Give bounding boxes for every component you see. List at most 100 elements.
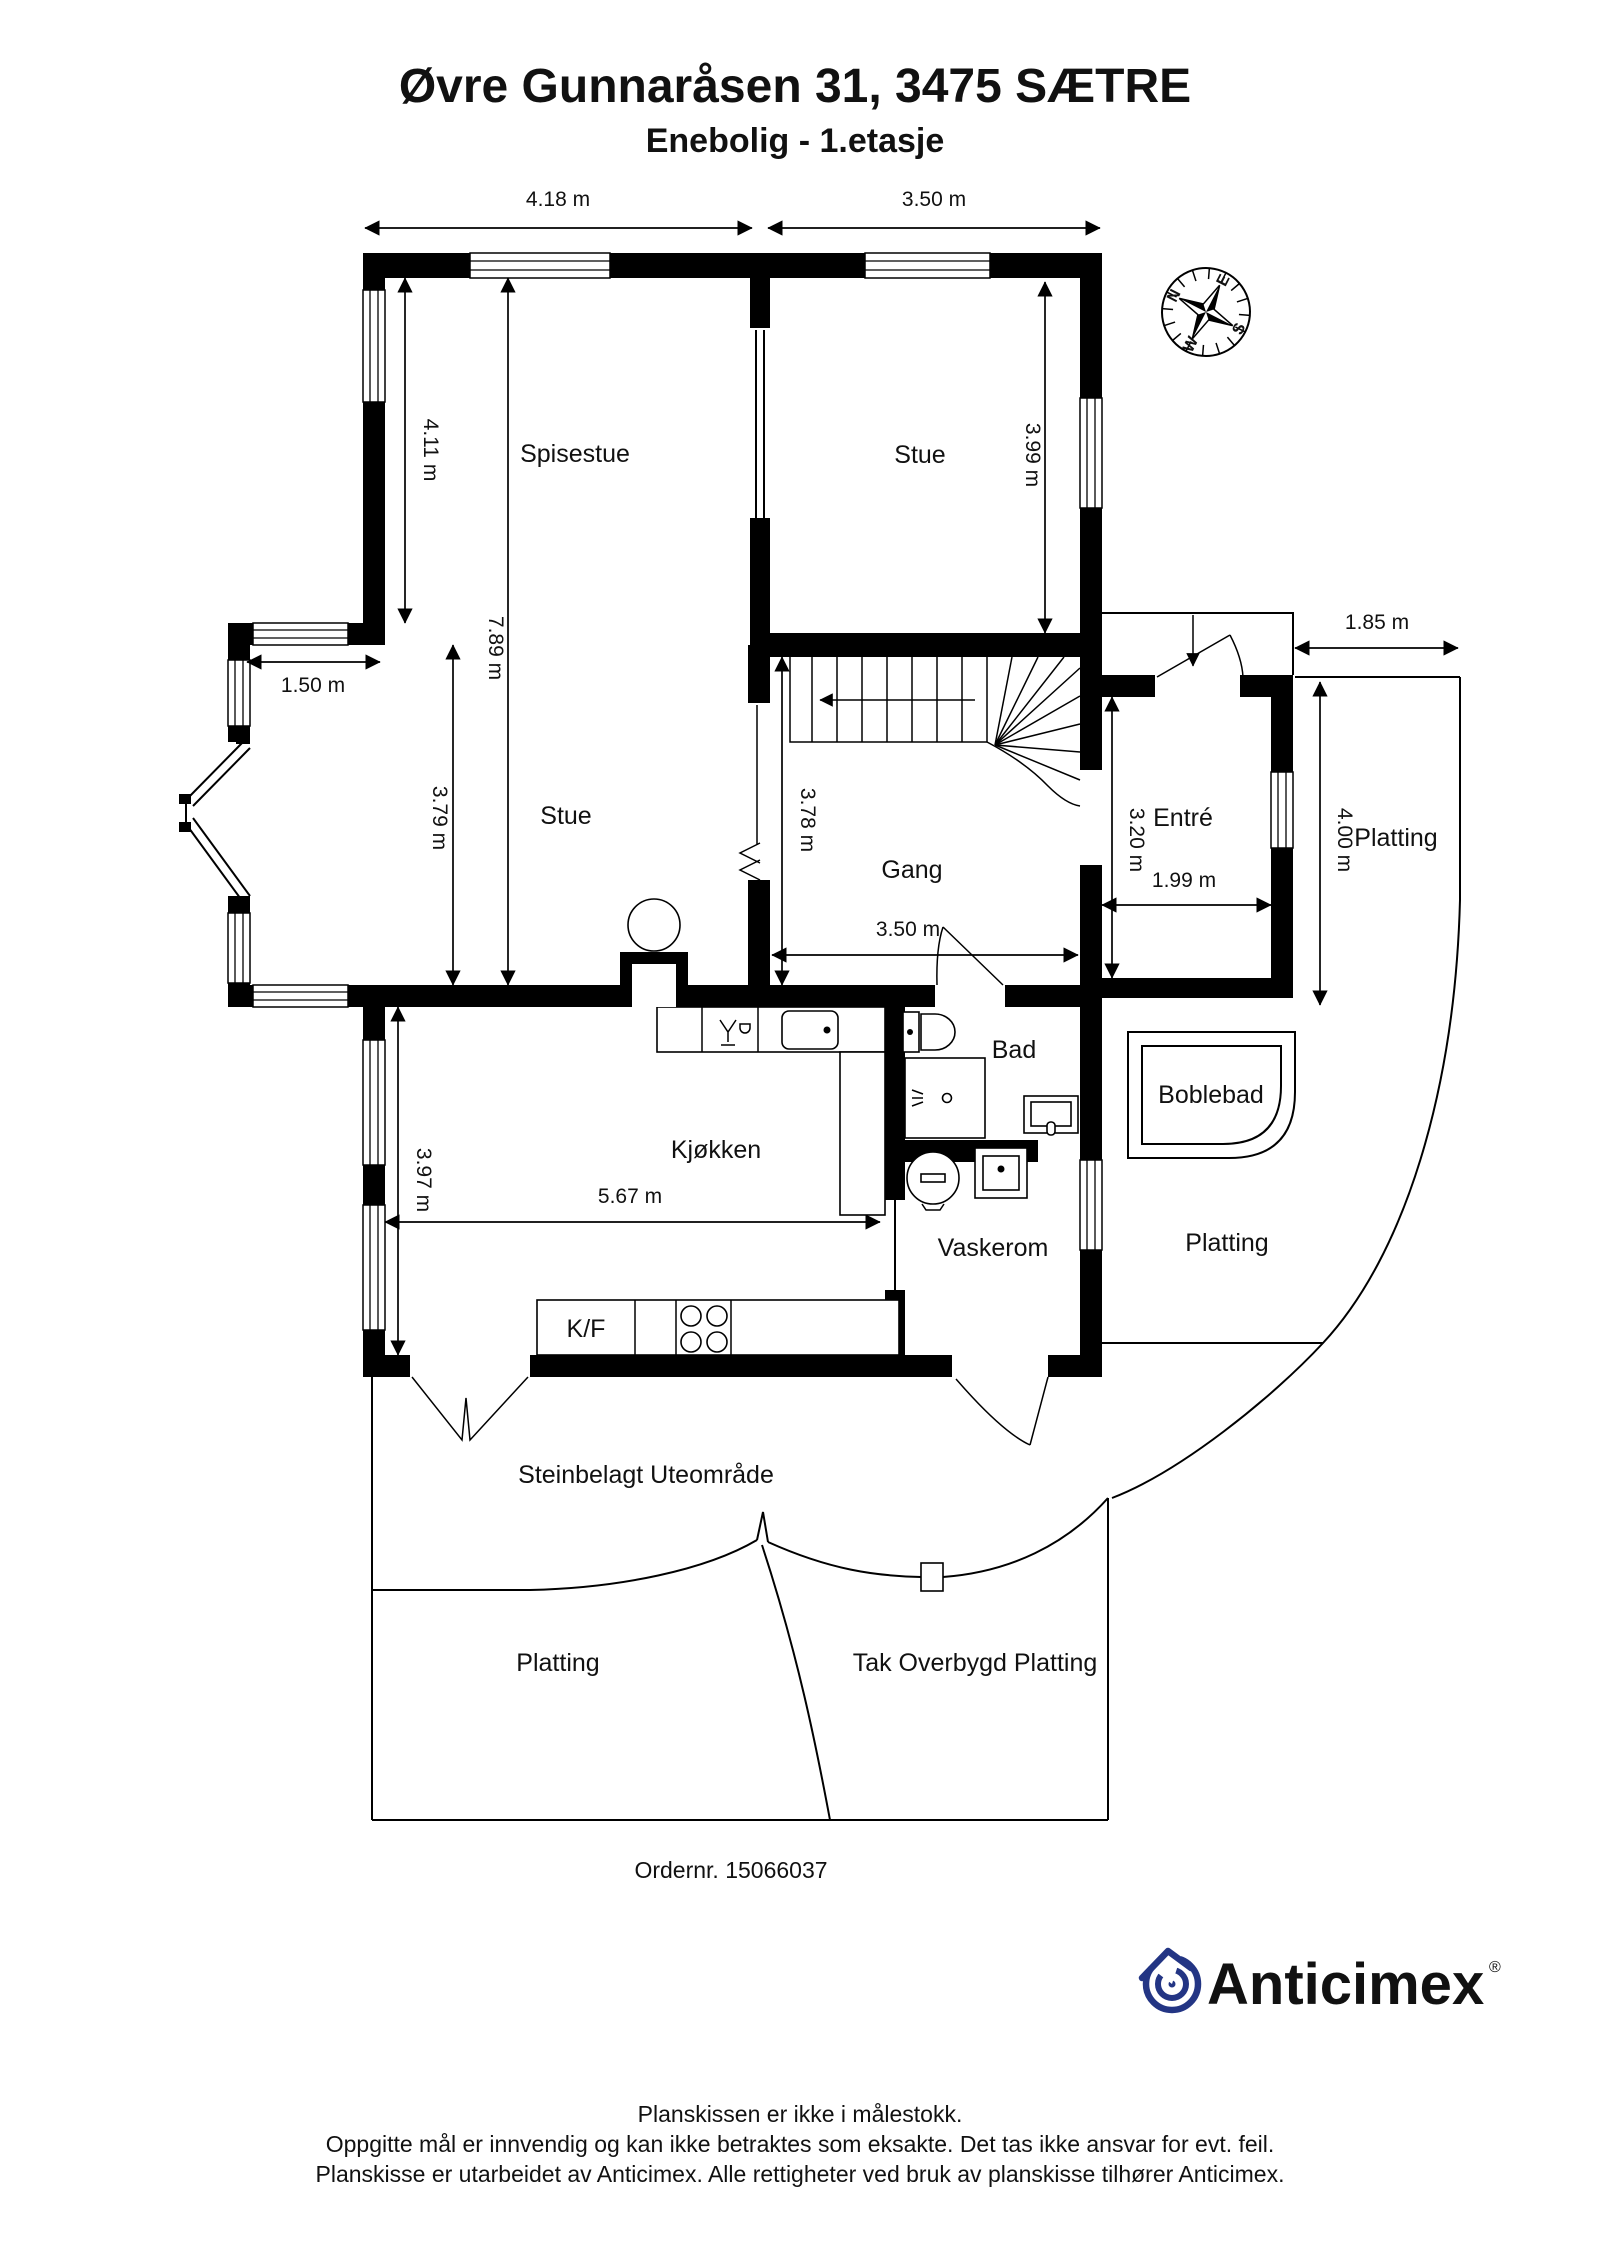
- compass-letter-e: E: [1214, 272, 1234, 290]
- bay-window: [185, 741, 251, 903]
- dim-411: 4.11 m: [397, 277, 442, 624]
- entrance-door: [1156, 634, 1244, 678]
- porch-post: [920, 1562, 944, 1592]
- bad-door: [936, 926, 1004, 986]
- doors: [411, 330, 1244, 1446]
- window: [362, 1204, 386, 1331]
- window: [227, 659, 251, 727]
- dim-789: 7.89 m: [484, 277, 516, 986]
- laundry-sink-icon: [974, 1147, 1028, 1199]
- dim-397: 3.97 m: [390, 1006, 435, 1356]
- folding-patio-door: [411, 1376, 529, 1442]
- window: [469, 252, 611, 279]
- footer-line-1: Planskissen er ikke i målestokk.: [638, 2101, 963, 2127]
- small-sink-icon: [1023, 1095, 1079, 1136]
- staircase: [789, 656, 1081, 807]
- svg-text:7.89 m: 7.89 m: [484, 616, 507, 680]
- svg-text:3.50 m: 3.50 m: [902, 188, 966, 211]
- svg-text:1.50 m: 1.50 m: [281, 674, 345, 697]
- window: [252, 984, 349, 1008]
- compass-rose-icon: N E S W: [1161, 267, 1251, 357]
- svg-text:3.50 m: 3.50 m: [876, 918, 940, 941]
- svg-text:1.85 m: 1.85 m: [1345, 611, 1409, 634]
- double-door-stue-gang: [738, 705, 761, 881]
- page-title: Øvre Gunnaråsen 31, 3475 SÆTRE: [399, 60, 1191, 113]
- room-label-stue-lower: Stue: [540, 802, 591, 830]
- dim-567: 5.67 m: [384, 1185, 881, 1230]
- room-label-platting-south: Platting: [516, 1649, 599, 1677]
- dim-199: 1.99 m: [1101, 869, 1272, 913]
- order-number: Ordernr. 15066037: [634, 1857, 827, 1883]
- room-label-platting-mid: Platting: [1185, 1229, 1268, 1257]
- room-label-platting-east: Platting: [1354, 824, 1437, 852]
- logo-text: Anticimex: [1207, 1952, 1484, 2017]
- dimensions: 4.18 m 3.50 m 4.11 m 7.89 m 3.99 m 1.50 …: [246, 188, 1459, 1356]
- svg-text:3.20 m: 3.20 m: [1125, 808, 1148, 872]
- room-labels: Spisestue Stue Stue Gang Entré Kjøkken B…: [516, 440, 1437, 1677]
- svg-text:3.99 m: 3.99 m: [1021, 423, 1044, 487]
- dim-350-gang: 3.50 m: [771, 918, 1079, 963]
- dim-418: 4.18 m: [364, 188, 753, 236]
- svg-text:5.67 m: 5.67 m: [598, 1185, 662, 1208]
- anticimex-logo-icon: [1130, 1940, 1202, 2014]
- compass-letter-w: W: [1180, 333, 1202, 355]
- toilet-icon: [902, 1011, 956, 1053]
- window: [362, 1039, 386, 1166]
- windows: [185, 252, 1294, 1331]
- room-label-boblebad: Boblebad: [1158, 1081, 1264, 1109]
- room-label-spisestue: Spisestue: [520, 440, 630, 468]
- laundry-fixtures: [906, 1147, 1028, 1211]
- room-label-entre: Entré: [1153, 804, 1213, 832]
- window: [227, 912, 251, 984]
- compass-letter-s: S: [1229, 320, 1249, 338]
- stove-icon: [680, 1305, 728, 1353]
- dim-320: 3.20 m: [1104, 696, 1148, 979]
- dim-150: 1.50 m: [246, 654, 381, 697]
- vaskerom-door: [955, 1376, 1049, 1446]
- logo-registered: ®: [1489, 1959, 1501, 1976]
- svg-text:4.11 m: 4.11 m: [419, 419, 442, 482]
- dim-350-top: 3.50 m: [767, 188, 1101, 236]
- anticimex-logo: Anticimex ®: [1130, 1940, 1501, 2017]
- dim-400: 4.00 m: [1312, 681, 1356, 1006]
- bathroom-fixtures: [902, 1011, 1079, 1139]
- window: [252, 622, 349, 646]
- dim-379: 3.79 m: [428, 644, 461, 986]
- window: [1270, 771, 1294, 849]
- dishwasher-icon: [719, 1019, 751, 1046]
- dim-399: 3.99 m: [1021, 281, 1053, 634]
- dim-185: 1.85 m: [1294, 611, 1459, 656]
- kitchen-sink-icon: [781, 1010, 839, 1050]
- window: [864, 252, 991, 279]
- kf-label: K/F: [567, 1315, 606, 1343]
- window: [1079, 1159, 1103, 1251]
- room-label-gang: Gang: [881, 856, 942, 884]
- svg-text:4.18 m: 4.18 m: [526, 188, 590, 211]
- svg-text:3.97 m: 3.97 m: [412, 1148, 435, 1212]
- compass-letter-n: N: [1164, 287, 1184, 305]
- room-label-vaskerom: Vaskerom: [938, 1234, 1049, 1262]
- kitchen-fixtures: K/F: [536, 898, 900, 1356]
- svg-text:4.00 m: 4.00 m: [1333, 808, 1356, 872]
- svg-text:3.78 m: 3.78 m: [796, 788, 819, 852]
- room-label-bad: Bad: [992, 1036, 1036, 1064]
- outdoor-boundaries: [371, 612, 1461, 1821]
- room-label-kjokken: Kjøkken: [671, 1136, 761, 1164]
- footer-disclaimer: Planskissen er ikke i målestokk. Oppgitt…: [316, 2101, 1285, 2187]
- boblebad-tub: [1127, 1031, 1296, 1159]
- page-subtitle: Enebolig - 1.etasje: [646, 122, 945, 160]
- svg-text:1.99 m: 1.99 m: [1152, 869, 1216, 892]
- footer-line-3: Planskisse er utarbeidet av Anticimex. A…: [316, 2161, 1285, 2187]
- window: [1079, 397, 1103, 509]
- room-label-stue-upper: Stue: [894, 441, 945, 469]
- svg-text:3.79 m: 3.79 m: [428, 786, 451, 850]
- room-label-tak-overbygd: Tak Overbygd Platting: [853, 1649, 1098, 1677]
- washing-machine-icon: [906, 1151, 960, 1211]
- pocket-door: [755, 330, 765, 518]
- shower-icon: [904, 1057, 986, 1139]
- room-label-steinbelagt: Steinbelagt Uteområde: [518, 1461, 774, 1489]
- fireplace-icon: [620, 898, 688, 1007]
- footer-line-2: Oppgitte mål er innvendig og kan ikke be…: [326, 2131, 1275, 2157]
